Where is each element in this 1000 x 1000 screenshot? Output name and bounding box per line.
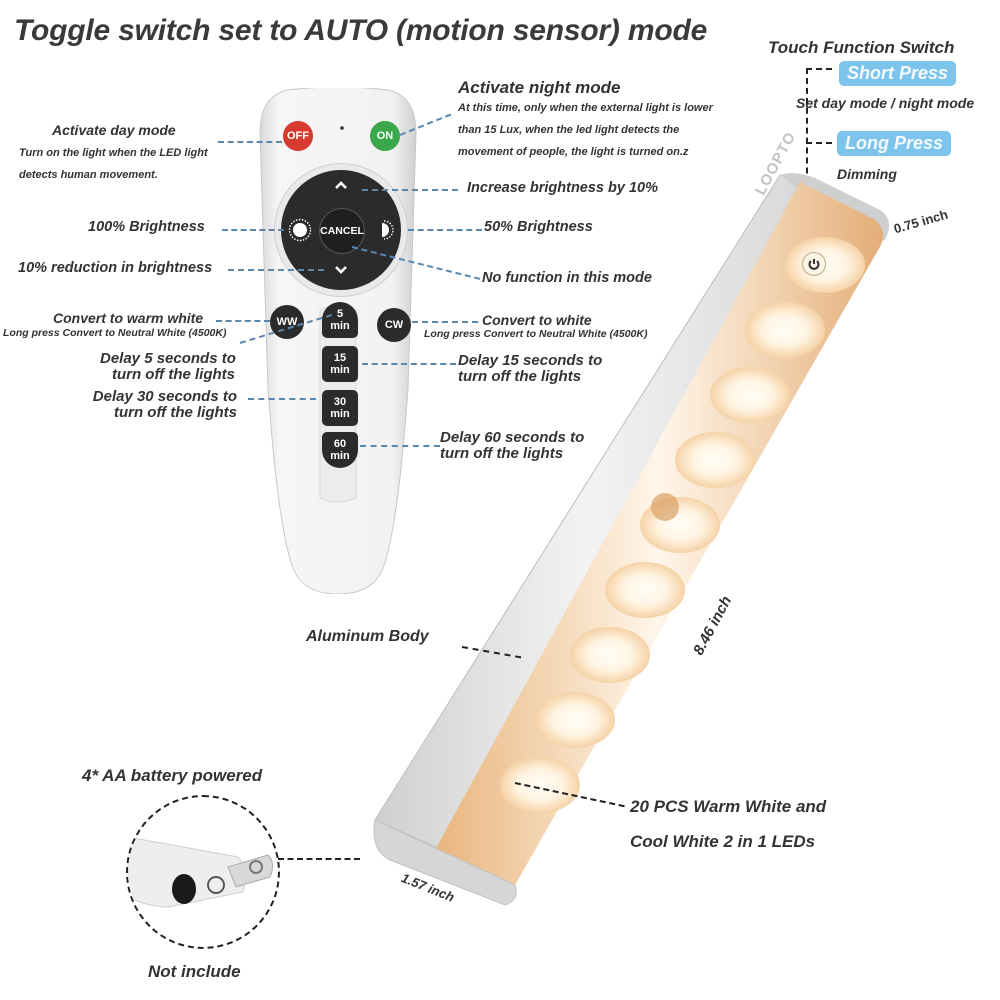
half-brightness-label: 50% Brightness — [484, 219, 593, 235]
chevron-up-icon — [335, 181, 347, 189]
aluminum-body-label: Aluminum Body — [306, 628, 429, 645]
sun-full-icon — [288, 218, 312, 242]
day-mode-leader — [218, 141, 282, 143]
delay-30-line1: Delay 30 seconds to — [92, 388, 237, 405]
day-mode-desc-line1: Turn on the light when the LED light — [19, 147, 208, 159]
warm-white-button[interactable]: WW — [270, 305, 304, 339]
full-brightness-leader — [222, 229, 284, 231]
delay-5-line2: turn off the lights — [111, 366, 235, 383]
depth-dimension: 0.75 inch — [892, 206, 950, 237]
delay-15-line2: turn off the lights — [458, 368, 582, 385]
cool-white-desc: Long press Convert to Neutral White (450… — [424, 328, 648, 340]
cool-white-title: Convert to white — [482, 312, 592, 328]
long-press-description: Dimming — [837, 166, 897, 182]
page-title: Toggle switch set to AUTO (motion sensor… — [14, 14, 708, 47]
brightness-down-button[interactable] — [333, 263, 349, 279]
delay-30-leader — [248, 398, 316, 400]
touch-switch-leader — [806, 68, 808, 253]
delay-15-leader — [362, 363, 456, 365]
delay-30min-value: 30 — [333, 396, 347, 408]
increase-brightness-label: Increase brightness by 10% — [467, 180, 658, 196]
night-mode-title: Activate night mode — [458, 78, 621, 97]
delay-15-line1: Delay 15 seconds to — [458, 352, 603, 369]
power-icon — [808, 259, 820, 270]
led-spec-line1: 20 PCS Warm White and — [630, 797, 827, 816]
delay-5-line1: Delay 5 seconds to — [100, 350, 236, 367]
cool-white-button[interactable]: CW — [377, 308, 411, 342]
short-press-description: Set day mode / night mode — [796, 95, 975, 111]
battery-compartment-icon — [128, 836, 274, 908]
off-button[interactable]: OFF — [283, 121, 313, 151]
cancel-button[interactable]: CANCEL — [319, 208, 365, 254]
half-brightness-leader — [408, 229, 482, 231]
delay-60-label: Delay 60 seconds to turn off the lights — [440, 430, 584, 462]
motion-sensor — [651, 493, 679, 521]
full-brightness-button[interactable] — [287, 217, 313, 243]
increase-brightness-leader — [362, 189, 458, 191]
delay-60min-button[interactable]: 60 min — [322, 432, 358, 468]
long-press-badge: Long Press — [837, 131, 952, 156]
on-button[interactable]: ON — [370, 121, 400, 151]
full-brightness-label: 100% Brightness — [88, 219, 205, 235]
warm-white-title: Convert to warm white — [53, 310, 204, 326]
delay-15min-value: 15 — [333, 352, 347, 364]
battery-note: Not include — [148, 962, 241, 981]
delay-30min-unit: min — [330, 408, 350, 420]
short-press-badge: Short Press — [839, 61, 957, 86]
touch-switch-heading: Touch Function Switch — [768, 38, 955, 57]
battery-inset — [126, 795, 280, 949]
brightness-up-button[interactable] — [333, 178, 349, 194]
delay-15min-unit: min — [330, 364, 350, 376]
delay-60min-value: 60 — [333, 438, 347, 450]
half-brightness-button[interactable] — [374, 219, 396, 241]
delay-5min-unit: min — [330, 320, 350, 332]
day-mode-title: Activate day mode — [52, 122, 176, 138]
short-press-leader — [806, 68, 832, 70]
warm-white-desc: Long press Convert to Neutral White (450… — [3, 327, 227, 339]
delay-15min-button[interactable]: 15 min — [322, 346, 358, 382]
delay-15-label: Delay 15 seconds to turn off the lights — [458, 353, 602, 385]
delay-30min-button[interactable]: 30 min — [322, 390, 358, 426]
night-mode-desc-line3: movement of people, the light is turned … — [458, 146, 689, 158]
delay-30-line2: turn off the lights — [113, 404, 237, 421]
sun-half-icon — [382, 220, 394, 240]
delay-30-label: Delay 30 seconds to turn off the lights — [92, 389, 237, 421]
night-mode-desc-line1: At this time, only when the external lig… — [458, 102, 713, 114]
delay-60-line2: turn off the lights — [440, 445, 564, 462]
warm-white-leader — [216, 320, 270, 322]
delay-60min-unit: min — [330, 450, 350, 462]
delay-60-leader — [360, 445, 440, 447]
long-press-leader — [806, 142, 832, 144]
battery-leader — [278, 858, 360, 860]
touch-switch-button[interactable] — [802, 252, 826, 276]
chevron-down-icon — [335, 266, 347, 274]
delay-5min-button[interactable]: 5 min — [322, 302, 358, 338]
night-mode-desc-line2: than 15 Lux, when the led light detects … — [458, 124, 680, 136]
day-mode-desc-line2: detects human movement. — [19, 169, 158, 181]
reduce-brightness-leader — [228, 269, 324, 271]
no-function-label: No function in this mode — [482, 270, 652, 286]
delay-5min-value: 5 — [336, 308, 344, 320]
led-spec-line2: Cool White 2 in 1 LEDs — [630, 832, 816, 851]
cool-white-leader — [412, 321, 478, 323]
battery-title: 4* AA battery powered — [82, 766, 263, 785]
delay-60-line1: Delay 60 seconds to — [440, 429, 585, 446]
reduce-brightness-label: 10% reduction in brightness — [18, 260, 213, 276]
delay-5-label: Delay 5 seconds to turn off the lights — [100, 350, 236, 383]
